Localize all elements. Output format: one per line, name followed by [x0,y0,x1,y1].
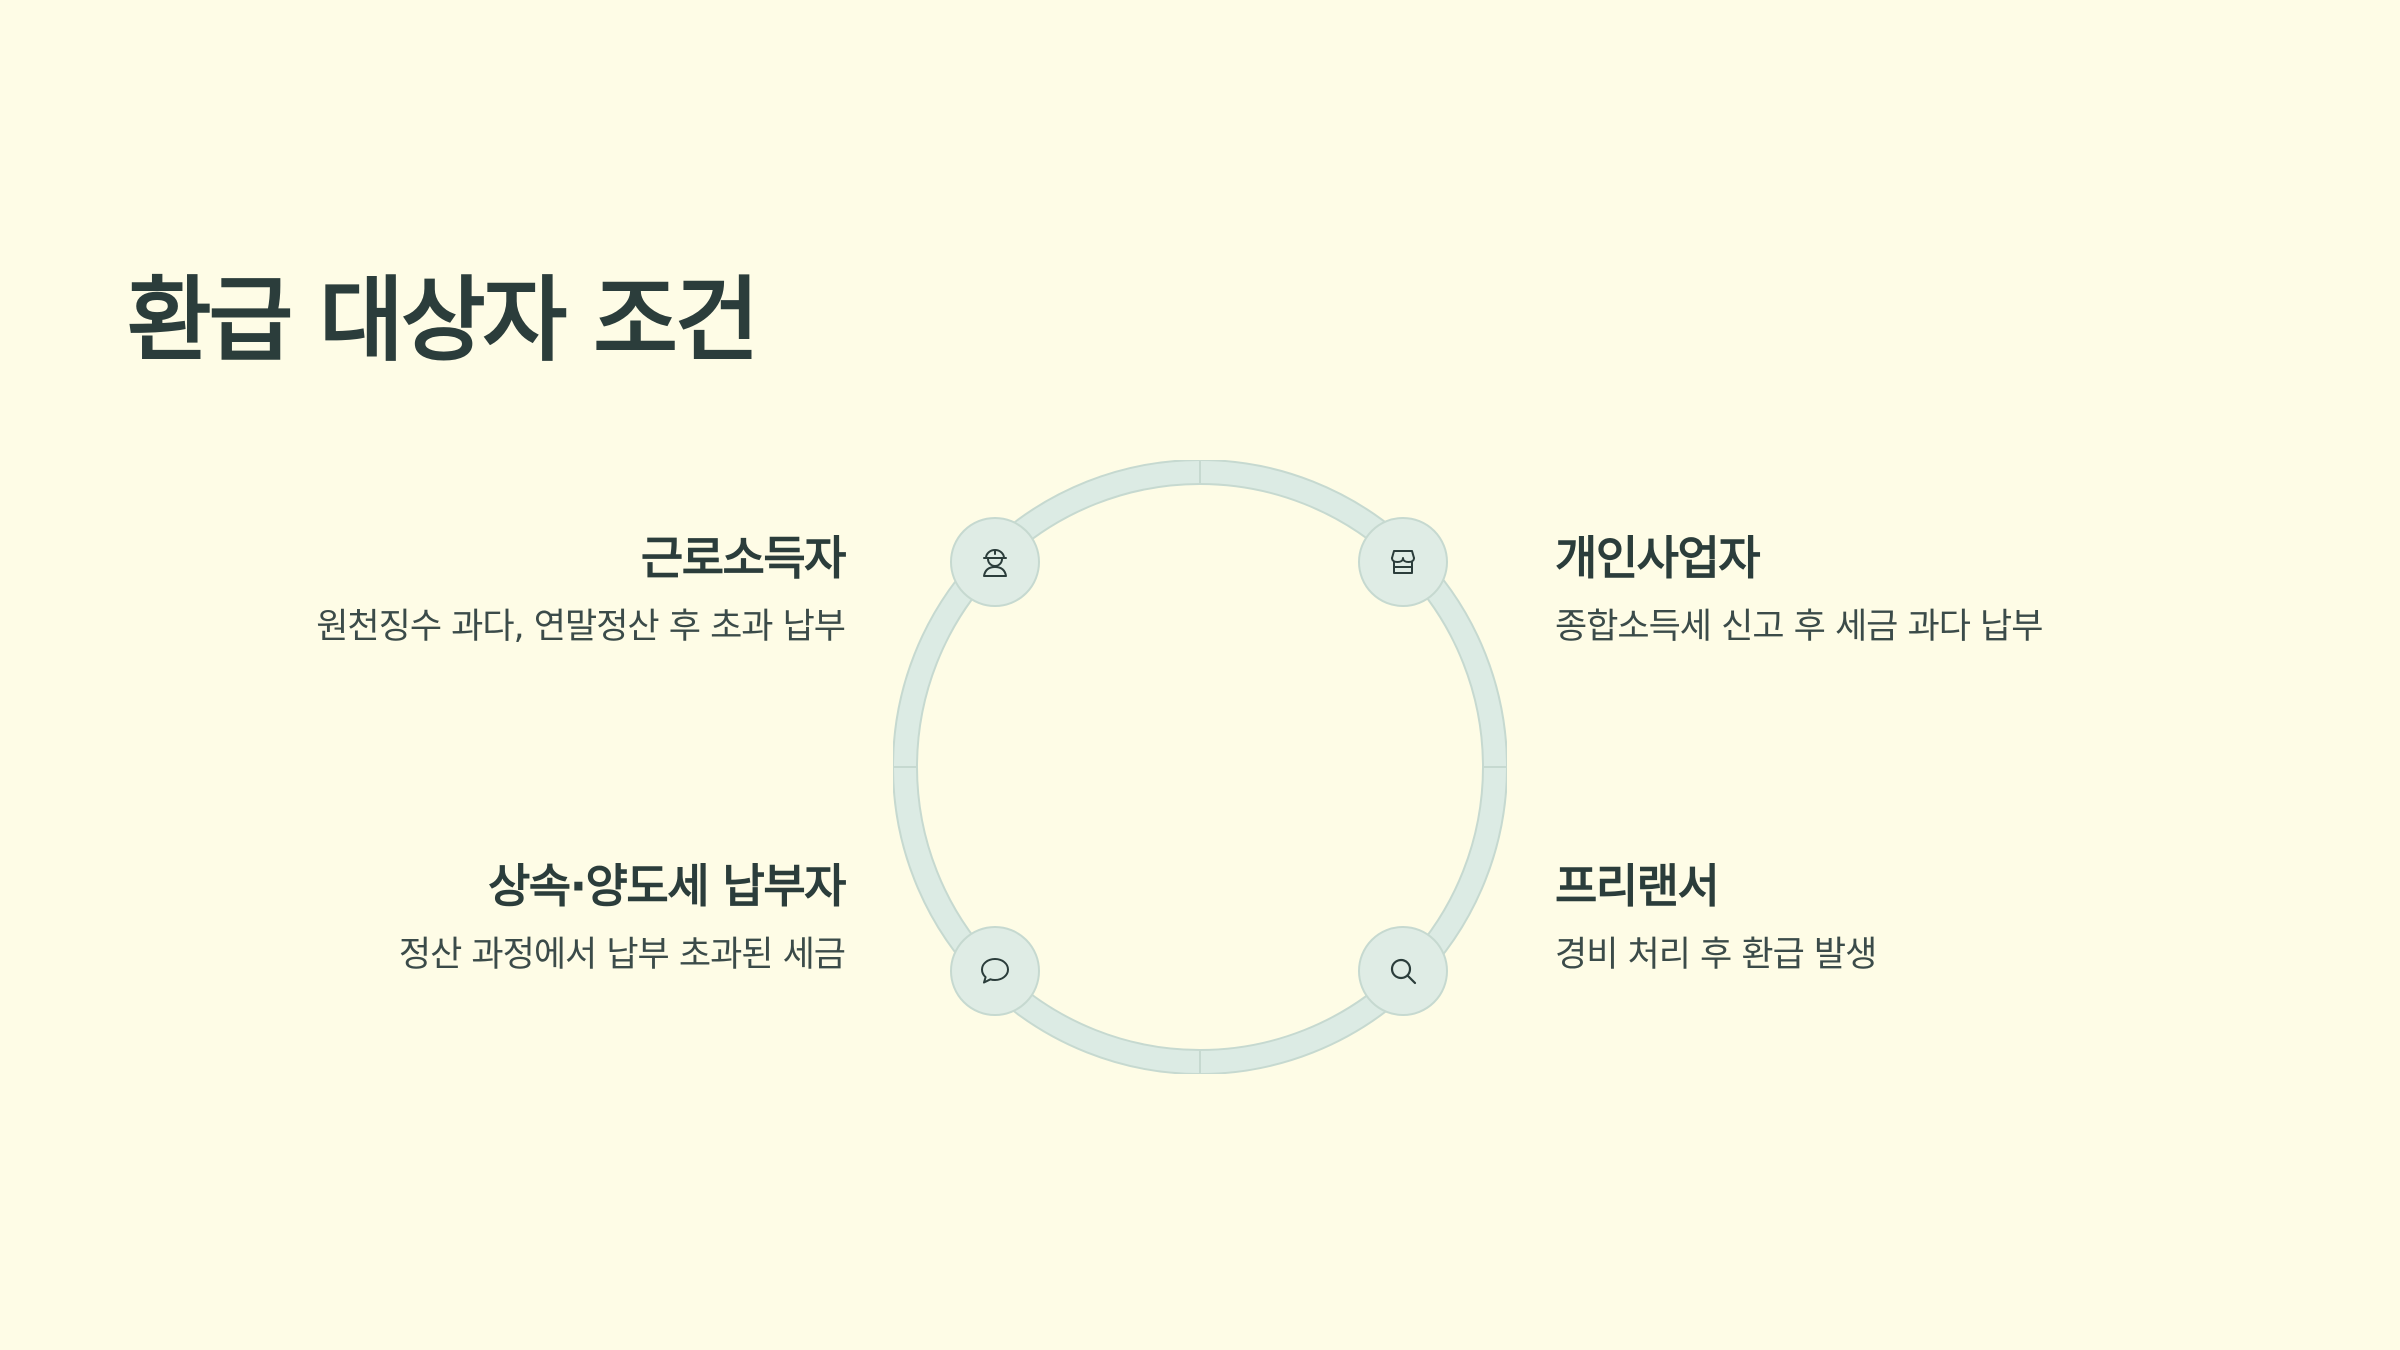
item-description: 종합소득세 신고 후 세금 과다 납부 [1555,607,2043,647]
item-description: 경비 처리 후 환급 발생 [1555,935,1877,975]
item-title: 개인사업자 [1555,531,1761,585]
item-title: 근로소득자 [640,531,847,585]
item-description: 정산 과정에서 납부 초과된 세금 [398,935,846,975]
page-title: 환급 대상자 조건 [127,267,760,374]
worker-helmet-icon [950,517,1040,607]
item-title: 상속·양도세 납부자 [487,859,847,913]
cycle-ring [893,460,1507,1074]
item-business-owner: 개인사업자 종합소득세 신고 후 세금 과다 납부 [1555,530,2175,650]
item-title: 프리랜서 [1555,859,1720,913]
item-inheritance-taxpayer: 상속·양도세 납부자 정산 과정에서 납부 초과된 세금 [225,858,847,978]
item-employee: 근로소득자 원천징수 과다, 연말정산 후 초과 납부 [225,530,847,650]
chat-bubble-icon [950,926,1040,1016]
item-description: 원천징수 과다, 연말정산 후 초과 납부 [316,607,846,647]
item-freelancer: 프리랜서 경비 처리 후 환급 발생 [1555,858,2175,978]
search-icon [1358,926,1448,1016]
storefront-icon [1358,517,1448,607]
